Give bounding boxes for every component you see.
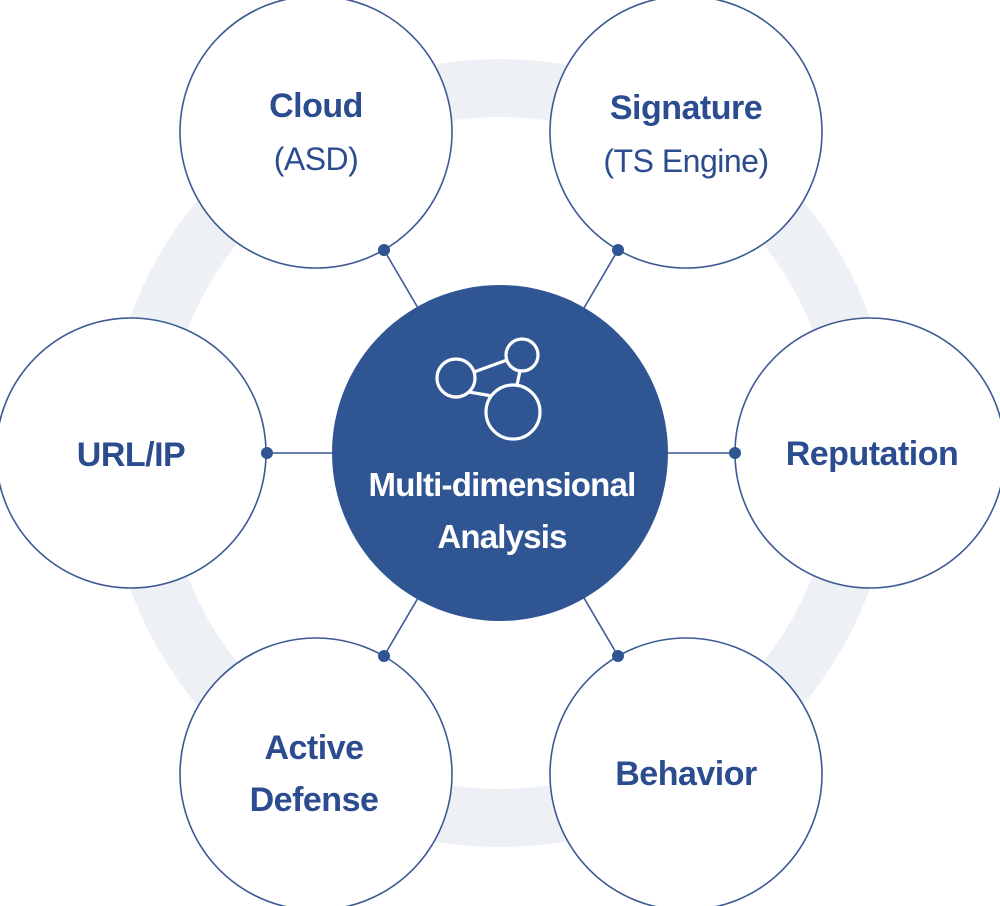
- node-signature-subtitle: (TS Engine): [603, 143, 768, 179]
- center-title-line2: Analysis: [437, 518, 566, 555]
- node-url-ip-title: URL/IP: [77, 436, 185, 474]
- node-cloud-title: Cloud: [269, 87, 363, 125]
- node-url-ip: URL/IP: [0, 317, 267, 589]
- center-hub: Multi-dimensional Analysis: [332, 285, 668, 621]
- connector-signature: [583, 249, 619, 309]
- connector-dot: [729, 447, 741, 459]
- node-signature-title: Signature: [610, 89, 762, 127]
- node-circle: [179, 637, 453, 906]
- connector-behavior: [583, 597, 619, 657]
- node-circle: [549, 0, 823, 269]
- connector-cloud: [383, 249, 419, 309]
- connector-dot: [378, 650, 390, 662]
- node-behavior-title: Behavior: [615, 755, 757, 793]
- node-active-defense: Active Defense: [179, 637, 453, 906]
- node-reputation: Reputation: [734, 317, 1000, 589]
- node-circle: [549, 637, 823, 906]
- connector-dot: [612, 244, 624, 256]
- node-behavior: Behavior: [549, 637, 823, 906]
- node-cloud: Cloud (ASD): [179, 0, 453, 269]
- node-signature: Signature (TS Engine): [549, 0, 823, 269]
- connectors: [267, 249, 735, 657]
- node-active-defense-line2: Defense: [250, 781, 379, 819]
- network-nodes-icon: [435, 337, 542, 441]
- node-active-defense-line1: Active: [264, 729, 363, 767]
- connector-active-defense: [383, 597, 419, 657]
- connector-dot: [261, 447, 273, 459]
- connector-dot: [378, 244, 390, 256]
- center-circle: [332, 285, 668, 621]
- connector-dot: [612, 650, 624, 662]
- node-reputation-title: Reputation: [786, 435, 959, 473]
- node-circle: [179, 0, 453, 269]
- connector-dots: [261, 244, 741, 662]
- center-title-line1: Multi-dimensional: [369, 466, 636, 503]
- node-cloud-subtitle: (ASD): [274, 141, 359, 177]
